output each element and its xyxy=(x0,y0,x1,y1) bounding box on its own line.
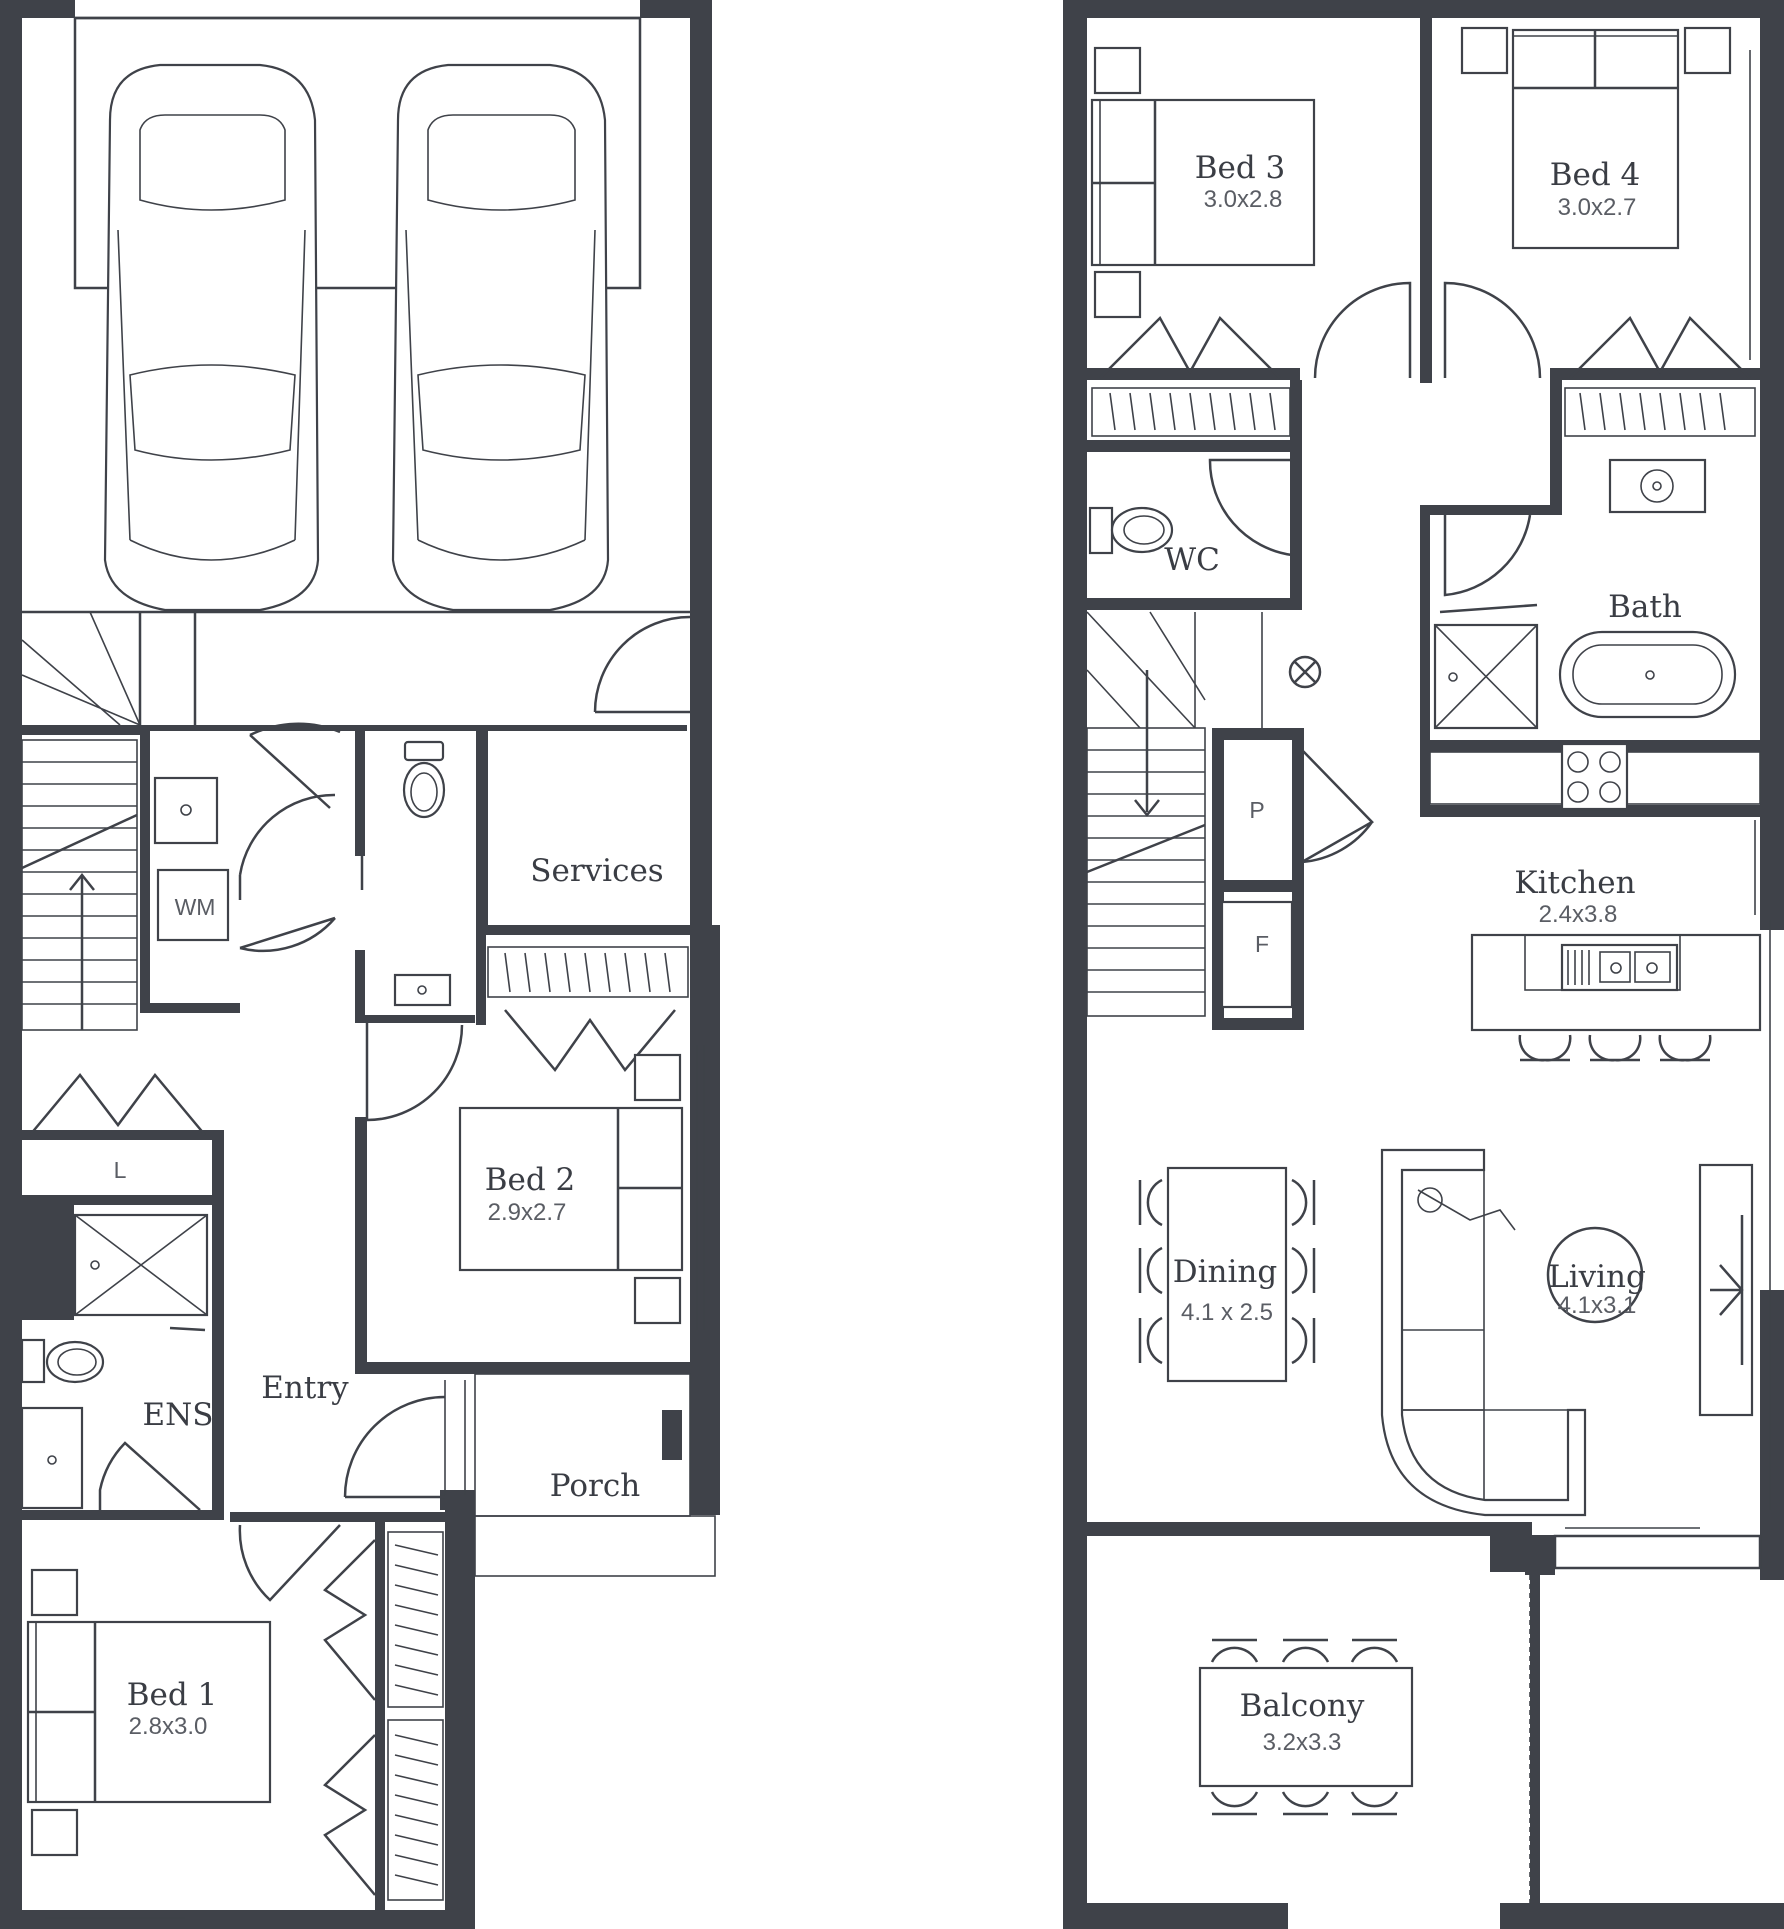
stairs xyxy=(1086,611,1263,1017)
stairs xyxy=(21,739,138,1031)
bedside-table xyxy=(1093,46,1142,95)
fridge-label: F xyxy=(1255,931,1269,957)
fridge-icon xyxy=(1220,900,1294,1009)
laundry-wm-label: WM xyxy=(175,894,216,920)
dining-table xyxy=(1166,1166,1288,1383)
bath-label: Bath xyxy=(1608,589,1682,625)
ensuite-label: ENS xyxy=(143,1397,214,1433)
toilet-icon xyxy=(402,740,446,819)
linen-label: L xyxy=(114,1157,127,1183)
bedside-table xyxy=(633,1276,682,1325)
coffee-table xyxy=(1546,1226,1644,1324)
bedside-table xyxy=(1093,270,1142,319)
sink-icon xyxy=(1560,943,1679,992)
cooktop-icon xyxy=(1560,742,1629,811)
toilet-icon xyxy=(1088,506,1174,555)
car-icon xyxy=(103,63,320,612)
living-dims: 4.1x3.1 xyxy=(1558,1292,1637,1319)
balcony-table xyxy=(1198,1666,1414,1788)
bedside-table xyxy=(30,1568,79,1617)
porch-label: Porch xyxy=(550,1468,640,1504)
bed4-dims: 3.0x2.7 xyxy=(1558,194,1637,221)
ceiling-light-icon xyxy=(1288,655,1322,689)
kitchen-label: Kitchen xyxy=(1514,865,1635,901)
first-floor-plan: Bed 3 3.0x2.8 Bed 4 3.0x2.7 WC xyxy=(1063,0,1784,1929)
car-icon xyxy=(391,63,610,612)
basin-icon xyxy=(20,1406,84,1510)
pantry-label: P xyxy=(1249,797,1264,823)
living-label: Living xyxy=(1548,1259,1646,1295)
bedside-table xyxy=(1683,26,1732,75)
bed1-label: Bed 1 xyxy=(127,1677,218,1713)
washing-machine-icon xyxy=(156,868,230,942)
balcony-dims: 3.2x3.3 xyxy=(1263,1729,1342,1756)
laundry-sink-icon xyxy=(153,776,219,845)
bed3-dims: 3.0x2.8 xyxy=(1204,186,1283,213)
kitchen-dims: 2.4x3.8 xyxy=(1539,901,1618,928)
bedside-table xyxy=(30,1808,79,1857)
bathtub-icon xyxy=(1558,630,1737,719)
basin-icon xyxy=(393,973,452,1007)
entry-label: Entry xyxy=(261,1370,349,1406)
bedside-table xyxy=(633,1053,682,1102)
toilet-icon xyxy=(20,1338,105,1384)
balcony-label: Balcony xyxy=(1240,1688,1365,1724)
bedside-table xyxy=(1460,26,1509,75)
dining-label: Dining xyxy=(1173,1254,1277,1290)
bed2-dims: 2.9x2.7 xyxy=(488,1199,567,1226)
bed3-label: Bed 3 xyxy=(1195,150,1286,186)
dining-dims: 4.1 x 2.5 xyxy=(1181,1299,1273,1326)
services-label: Services xyxy=(530,853,663,889)
basin-icon xyxy=(1608,458,1707,514)
ground-floor-plan: WM Services Bed 2 2.9x2.7 L xyxy=(0,0,720,1929)
sofa-icon xyxy=(1380,1148,1587,1517)
bed1-dims: 2.8x3.0 xyxy=(129,1713,208,1740)
bed4-label: Bed 4 xyxy=(1550,157,1641,193)
wc-label: WC xyxy=(1164,542,1220,578)
bed2-label: Bed 2 xyxy=(485,1162,576,1198)
